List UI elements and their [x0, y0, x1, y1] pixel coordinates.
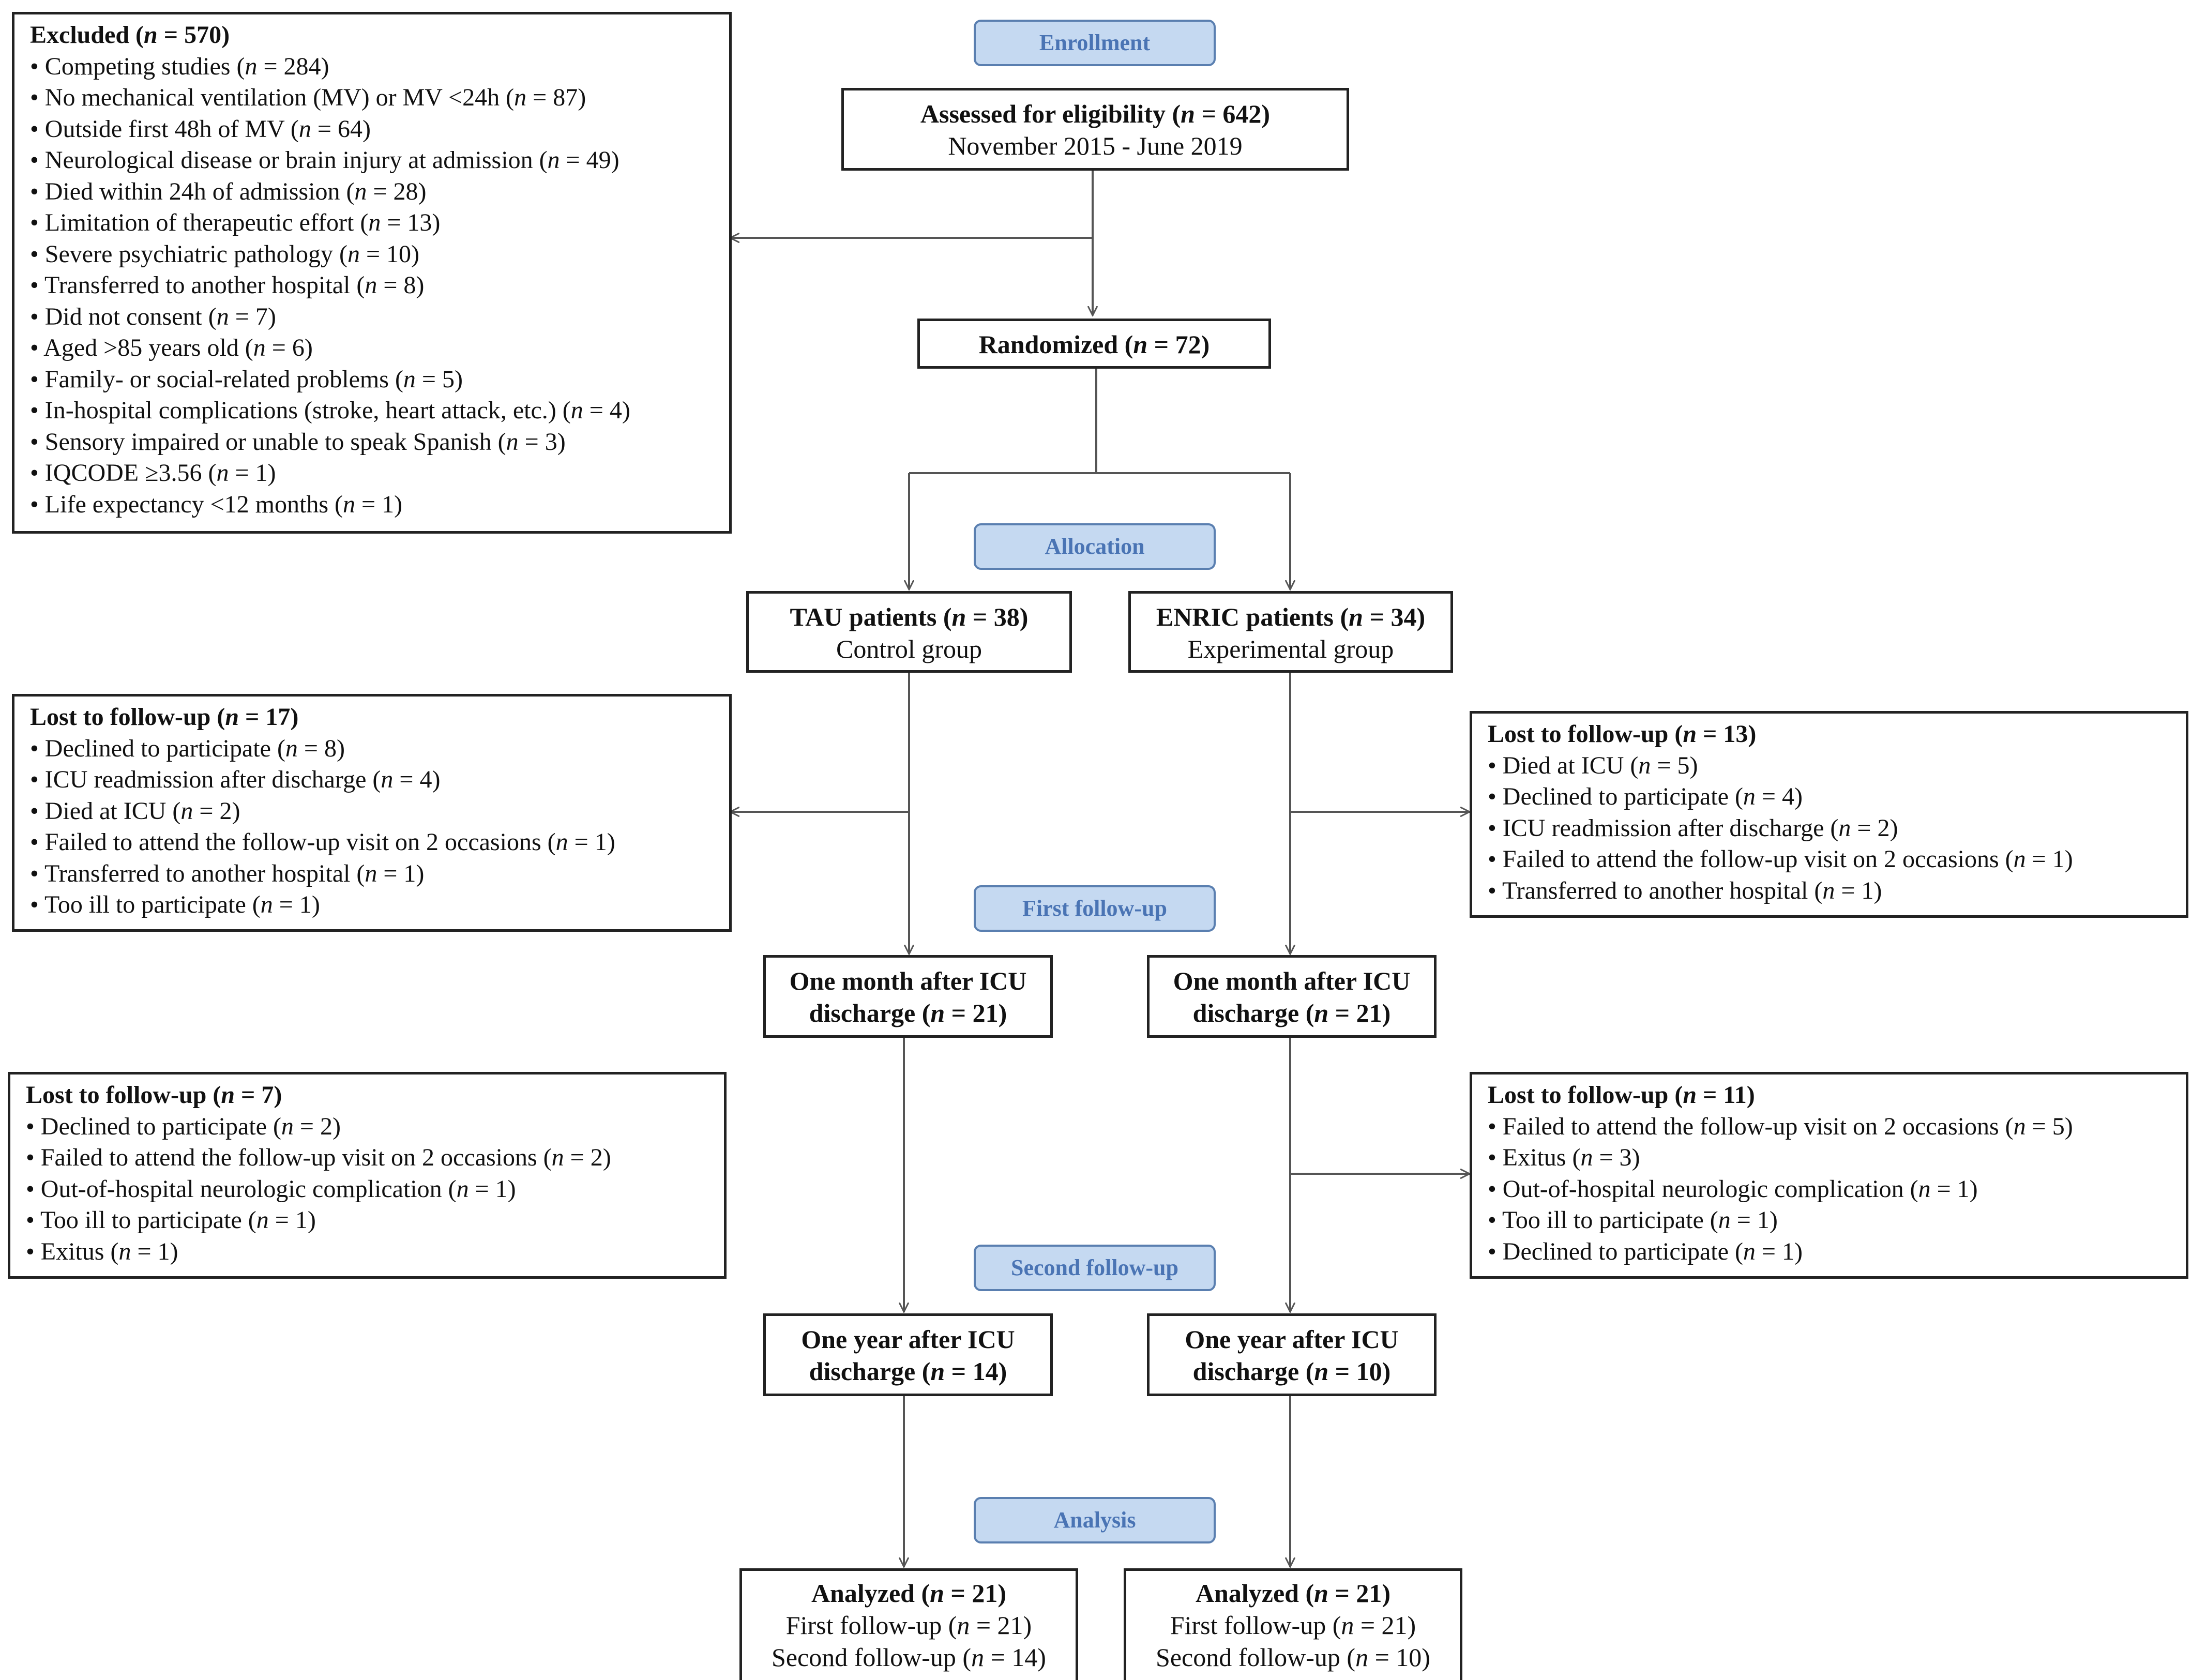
- lost-enric-1-title: Lost to follow-up (n = 13): [1488, 720, 1757, 748]
- lost-enric-1-list: • Died at ICU (n = 5) • Declined to parti…: [1488, 750, 2186, 907]
- tau-one-year-box: One year after ICU discharge (n = 14): [763, 1313, 1053, 1396]
- list-item: • Too ill to participate (n = 1): [30, 891, 320, 918]
- list-item: • Out-of-hospital neurologic complicatio…: [1488, 1175, 1978, 1203]
- tau-analyzed-title: Analyzed (n = 21): [811, 1579, 1007, 1608]
- list-item: • Died within 24h of admission (n = 28): [30, 177, 427, 205]
- tau-title: TAU patients (n = 38): [790, 602, 1029, 631]
- list-item: • Life expectancy <12 months (n = 1): [30, 490, 403, 518]
- list-item: • Out-of-hospital neurologic complicatio…: [26, 1175, 516, 1203]
- lost-enric-2-box: Lost to follow-up (n = 11) • Failed to a…: [1470, 1072, 2188, 1279]
- list-item: • Family- or social-related problems (n …: [30, 365, 463, 393]
- list-item: • IQCODE ≥3.56 (n = 1): [30, 459, 276, 487]
- lost-enric-1-box: Lost to follow-up (n = 13) • Died at ICU…: [1470, 711, 2188, 918]
- randomized-title: Randomized (n = 72): [978, 330, 1210, 359]
- list-item: • Declined to participate (n = 4): [1488, 783, 1803, 810]
- list-item: • Failed to attend the follow-up visit o…: [26, 1144, 611, 1171]
- list-item: • Did not consent (n = 7): [30, 302, 276, 330]
- lost-tau-2-box: Lost to follow-up (n = 7) • Declined to …: [8, 1072, 727, 1279]
- tau-one-year-line2: discharge (n = 14): [809, 1357, 1007, 1386]
- list-item: • Transferred to another hospital (n = 1…: [1488, 876, 1882, 904]
- list-item: • Outside first 48h of MV (n = 64): [30, 115, 371, 143]
- enric-one-month-line2: discharge (n = 21): [1192, 998, 1391, 1027]
- tau-one-month-box: One month after ICU discharge (n = 21): [763, 955, 1053, 1038]
- assessed-box: Assessed for eligibility (n = 642) Novem…: [841, 88, 1349, 171]
- list-item: • Died at ICU (n = 2): [30, 797, 240, 825]
- allocation-label: Allocation: [974, 523, 1216, 570]
- list-item: • Aged >85 years old (n = 6): [30, 334, 313, 361]
- list-item: • Exitus (n = 1): [26, 1237, 178, 1265]
- list-item: • Competing studies (n = 284): [30, 52, 329, 80]
- list-item: • In-hospital complications (stroke, hea…: [30, 397, 630, 424]
- enric-analyzed-first: First follow-up (n = 21): [1170, 1611, 1416, 1640]
- enrollment-label: Enrollment: [974, 20, 1216, 66]
- assessed-title: Assessed for eligibility (n = 642): [920, 99, 1271, 128]
- list-item: • Died at ICU (n = 5): [1488, 751, 1698, 779]
- enric-one-year-line2: discharge (n = 10): [1192, 1357, 1391, 1386]
- tau-one-month-line1: One month after ICU: [789, 966, 1027, 995]
- tau-analyzed-box: Analyzed (n = 21) First follow-up (n = 2…: [739, 1568, 1078, 1680]
- enric-title: ENRIC patients (n = 34): [1156, 602, 1426, 631]
- list-item: • Transferred to another hospital (n = 8…: [30, 271, 425, 299]
- list-item: • ICU readmission after discharge (n = 4…: [30, 766, 441, 793]
- enric-one-month-box: One month after ICU discharge (n = 21): [1147, 955, 1437, 1038]
- list-item: • Neurological disease or brain injury a…: [30, 146, 619, 174]
- list-item: • Sensory impaired or unable to speak Sp…: [30, 428, 566, 456]
- list-item: • Too ill to participate (n = 1): [26, 1206, 316, 1234]
- enric-analyzed-box: Analyzed (n = 21) First follow-up (n = 2…: [1124, 1568, 1462, 1680]
- tau-analyzed-first: First follow-up (n = 21): [785, 1611, 1032, 1640]
- lost-tau-1-list: • Declined to participate (n = 8) • ICU r…: [30, 733, 729, 921]
- enric-one-year-box: One year after ICU discharge (n = 10): [1147, 1313, 1437, 1396]
- tau-one-year-line1: One year after ICU: [801, 1325, 1015, 1354]
- tau-one-month-line2: discharge (n = 21): [809, 998, 1007, 1027]
- lost-enric-2-title: Lost to follow-up (n = 11): [1488, 1081, 1755, 1109]
- list-item: • No mechanical ventilation (MV) or MV <…: [30, 84, 586, 111]
- list-item: • Failed to attend the follow-up visit o…: [30, 828, 615, 856]
- excluded-box: Excluded (n = 570) • Competing studies (…: [12, 12, 732, 534]
- list-item: • Exitus (n = 3): [1488, 1144, 1640, 1171]
- list-item: • ICU readmission after discharge (n = 2…: [1488, 814, 1898, 842]
- enric-analyzed-second: Second follow-up (n = 10): [1156, 1643, 1430, 1672]
- tau-analyzed-second: Second follow-up (n = 14): [772, 1643, 1046, 1672]
- tau-subtitle: Control group: [836, 634, 982, 663]
- list-item: • Declined to participate (n = 8): [30, 734, 345, 762]
- analysis-label: Analysis: [974, 1497, 1216, 1543]
- list-item: • Transferred to another hospital (n = 1…: [30, 859, 425, 887]
- lost-tau-2-title: Lost to follow-up (n = 7): [26, 1081, 282, 1109]
- first-follow-up-label: First follow-up: [974, 885, 1216, 932]
- enric-subtitle: Experimental group: [1187, 634, 1394, 663]
- lost-tau-1-title: Lost to follow-up (n = 17): [30, 703, 299, 731]
- list-item: • Declined to participate (n = 1): [1488, 1237, 1803, 1265]
- enric-one-year-line1: One year after ICU: [1185, 1325, 1399, 1354]
- second-follow-up-label: Second follow-up: [974, 1245, 1216, 1291]
- lost-tau-2-list: • Declined to participate (n = 2) • Faile…: [26, 1111, 724, 1268]
- excluded-list: • Competing studies (n = 284) • No mechan…: [30, 51, 729, 521]
- randomized-box: Randomized (n = 72): [917, 319, 1271, 369]
- lost-enric-2-list: • Failed to attend the follow-up visit o…: [1488, 1111, 2186, 1268]
- list-item: • Severe psychiatric pathology (n = 10): [30, 240, 420, 268]
- enric-analyzed-title: Analyzed (n = 21): [1195, 1579, 1391, 1608]
- tau-box: TAU patients (n = 38) Control group: [746, 591, 1072, 673]
- list-item: • Declined to participate (n = 2): [26, 1112, 341, 1140]
- list-item: • Limitation of therapeutic effort (n = …: [30, 209, 441, 236]
- enric-box: ENRIC patients (n = 34) Experimental gro…: [1128, 591, 1453, 673]
- list-item: • Failed to attend the follow-up visit o…: [1488, 845, 2073, 873]
- lost-tau-1-box: Lost to follow-up (n = 17) • Declined to…: [12, 694, 732, 932]
- enric-one-month-line1: One month after ICU: [1173, 966, 1411, 995]
- list-item: • Failed to attend the follow-up visit o…: [1488, 1112, 2073, 1140]
- list-item: • Too ill to participate (n = 1): [1488, 1206, 1778, 1234]
- assessed-dates: November 2015 - June 2019: [948, 131, 1243, 160]
- excluded-title: Excluded (n = 570): [30, 21, 230, 49]
